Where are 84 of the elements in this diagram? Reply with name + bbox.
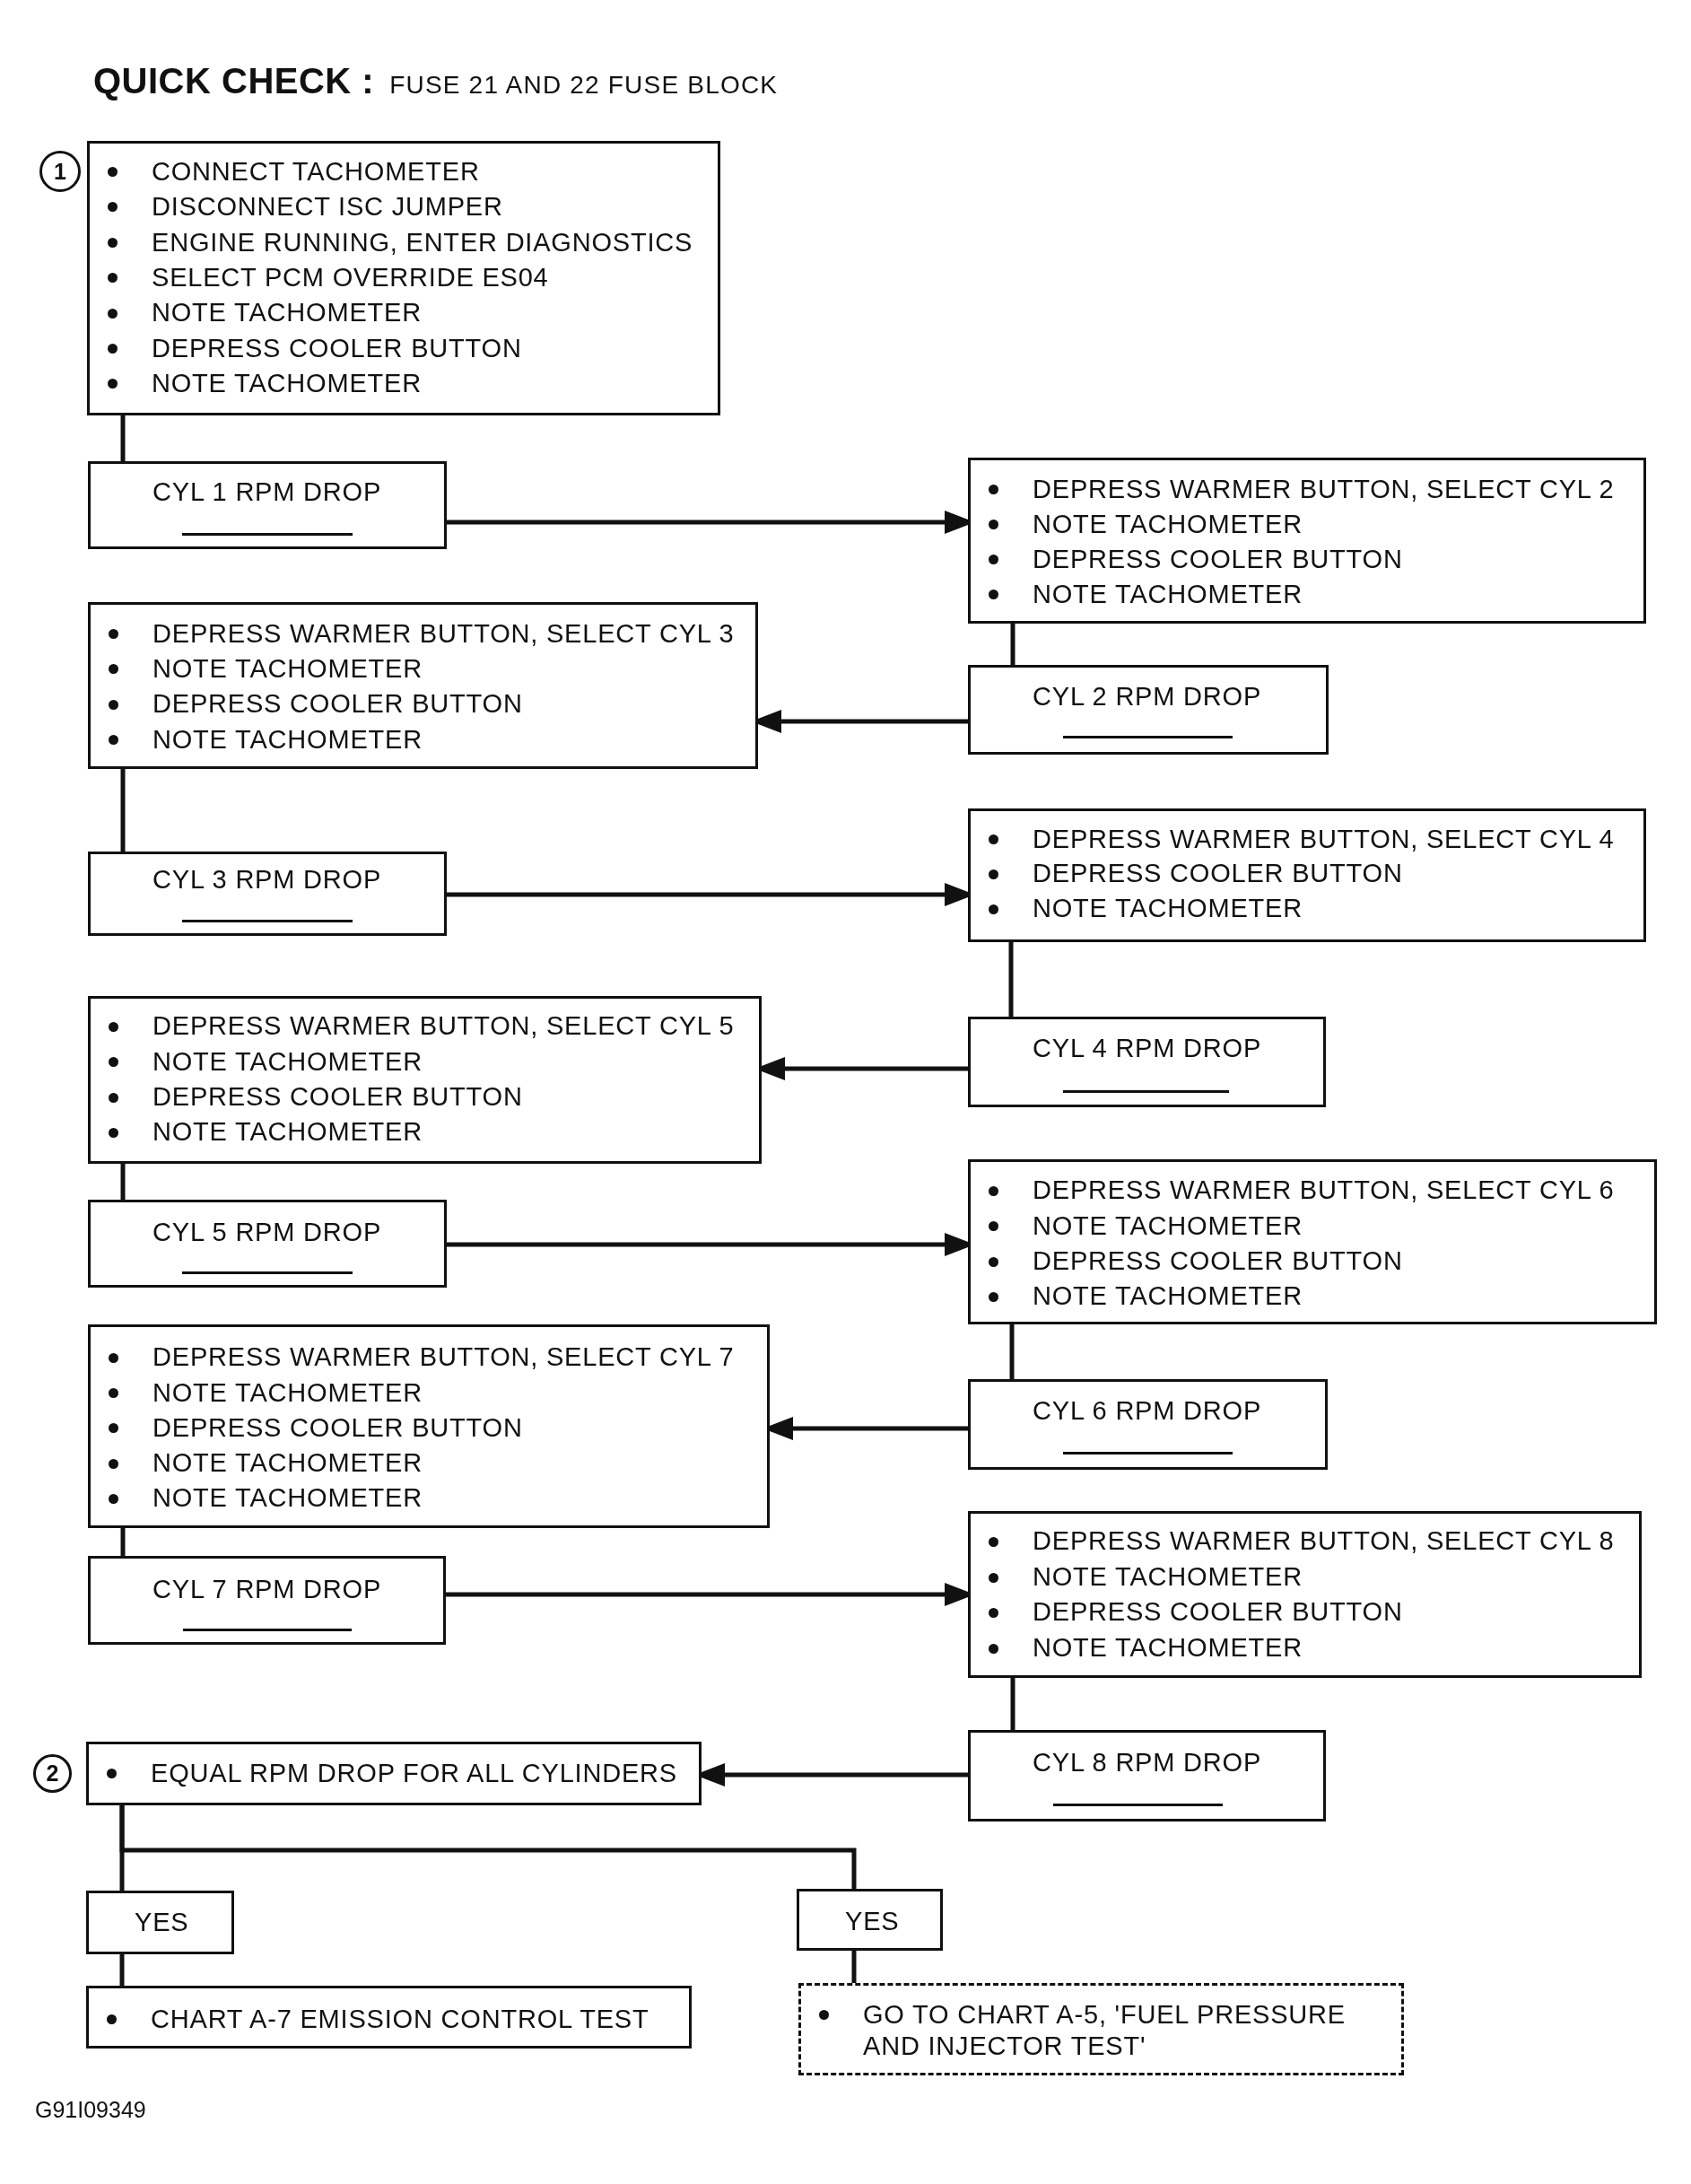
callout-number: 1 (39, 151, 81, 192)
instruction-text: DEPRESS WARMER BUTTON, SELECT CYL 2 (1033, 473, 1615, 505)
measurement-box (968, 665, 1329, 755)
figure-code: G91I09349 (35, 2097, 146, 2122)
measurement-label: CYL 1 RPM DROP (153, 476, 382, 508)
connector-line (1010, 624, 1015, 665)
connector-line (120, 415, 126, 461)
process-box (798, 1983, 1404, 2075)
instruction-text: EQUAL RPM DROP FOR ALL CYLINDERS (151, 1757, 677, 1789)
instruction-text: CONNECT TACHOMETER (152, 155, 480, 188)
instruction-text: NOTE TACHOMETER (153, 1482, 423, 1515)
instruction-text: NOTE TACHOMETER (153, 1447, 423, 1479)
measurement-label: CYL 4 RPM DROP (1033, 1033, 1262, 1064)
instruction-text: CHART A-7 EMISSION CONTROL TEST (151, 2003, 649, 2035)
instruction-text: NOTE TACHOMETER (153, 1376, 423, 1409)
instruction-text: DISCONNECT ISC JUMPER (152, 191, 503, 223)
instruction-text: NOTE TACHOMETER (1033, 893, 1303, 925)
connector-line (119, 1805, 857, 1889)
outcome-label: YES (135, 1907, 189, 1938)
connector-line (1008, 942, 1014, 1017)
process-box (86, 1742, 702, 1805)
instruction-text: DEPRESS WARMER BUTTON, SELECT CYL 6 (1033, 1175, 1615, 1207)
instruction-text: DEPRESS COOLER BUTTON (153, 1080, 523, 1113)
connector-line (120, 1528, 126, 1556)
instruction-text: DEPRESS COOLER BUTTON (1033, 1245, 1403, 1277)
instruction-text: DEPRESS COOLER BUTTON (153, 1411, 523, 1444)
measurement-label: CYL 7 RPM DROP (153, 1574, 382, 1605)
process-box (88, 602, 758, 769)
measurement-label: CYL 6 RPM DROP (1033, 1395, 1262, 1427)
connector-line (1009, 1324, 1015, 1379)
instruction-text: DEPRESS WARMER BUTTON, SELECT CYL 4 (1033, 823, 1615, 855)
measurement-box (88, 1556, 446, 1645)
instruction-text: NOTE TACHOMETER (152, 368, 422, 400)
instruction-text: NOTE TACHOMETER (152, 297, 422, 329)
instruction-text: DEPRESS COOLER BUTTON (152, 332, 522, 364)
instruction-text: NOTE TACHOMETER (153, 653, 423, 686)
process-box (87, 141, 720, 415)
instruction-text: DEPRESS WARMER BUTTON, SELECT CYL 7 (153, 1341, 735, 1374)
measurement-box (88, 461, 447, 549)
connector-line (1010, 1678, 1015, 1730)
instruction-text: SELECT PCM OVERRIDE ES04 (152, 262, 549, 293)
instruction-text: DEPRESS WARMER BUTTON, SELECT CYL 8 (1033, 1525, 1615, 1558)
measurement-label: CYL 8 RPM DROP (1033, 1747, 1262, 1778)
process-box (86, 1986, 692, 2049)
measurement-box (968, 1017, 1326, 1107)
outcome-label: YES (845, 1906, 900, 1937)
measurement-label: CYL 5 RPM DROP (153, 1217, 382, 1248)
measurement-box (968, 1379, 1328, 1470)
measurement-box (88, 852, 447, 936)
instruction-text: GO TO CHART A-5, 'FUEL PRESSURE AND INJECTOR TEST' (863, 1998, 1347, 2062)
instruction-text: DEPRESS COOLER BUTTON (153, 688, 523, 721)
instruction-text: NOTE TACHOMETER (1033, 1210, 1303, 1242)
instruction-text: NOTE TACHOMETER (1033, 1560, 1303, 1593)
measurement-box (968, 1730, 1326, 1821)
outcome-box (86, 1891, 234, 1954)
connector-line (851, 1951, 857, 1983)
diagram-title: QUICK CHECK : FUSE 21 AND 22 FUSE BLOCK (93, 60, 779, 102)
connector-line (120, 1164, 126, 1200)
instruction-text: NOTE TACHOMETER (153, 1045, 423, 1078)
instruction-text: ENGINE RUNNING, ENTER DIAGNOSTICS (152, 226, 693, 258)
measurement-label: CYL 3 RPM DROP (153, 864, 382, 895)
process-box (88, 996, 762, 1164)
connector-line (120, 769, 126, 852)
connector-line (119, 1954, 125, 1986)
instruction-text: DEPRESS WARMER BUTTON, SELECT CYL 5 (153, 1010, 735, 1043)
instruction-text: NOTE TACHOMETER (1033, 508, 1303, 540)
instruction-text: NOTE TACHOMETER (1033, 578, 1303, 610)
callout-number: 2 (33, 1754, 72, 1793)
measurement-box (88, 1200, 447, 1288)
instruction-text: NOTE TACHOMETER (153, 1116, 423, 1149)
instruction-text: NOTE TACHOMETER (1033, 1631, 1303, 1664)
instruction-text: DEPRESS WARMER BUTTON, SELECT CYL 3 (153, 617, 735, 650)
process-box (968, 458, 1646, 624)
process-box (968, 1159, 1657, 1324)
instruction-text: NOTE TACHOMETER (153, 723, 423, 756)
process-box (88, 1324, 770, 1528)
process-box (968, 808, 1646, 942)
outcome-box (797, 1889, 943, 1951)
instruction-text: DEPRESS COOLER BUTTON (1033, 858, 1403, 890)
instruction-text: NOTE TACHOMETER (1033, 1280, 1303, 1313)
instruction-text: DEPRESS COOLER BUTTON (1033, 543, 1403, 575)
measurement-label: CYL 2 RPM DROP (1033, 681, 1262, 712)
instruction-text: DEPRESS COOLER BUTTON (1033, 1596, 1403, 1629)
process-box (968, 1511, 1642, 1678)
